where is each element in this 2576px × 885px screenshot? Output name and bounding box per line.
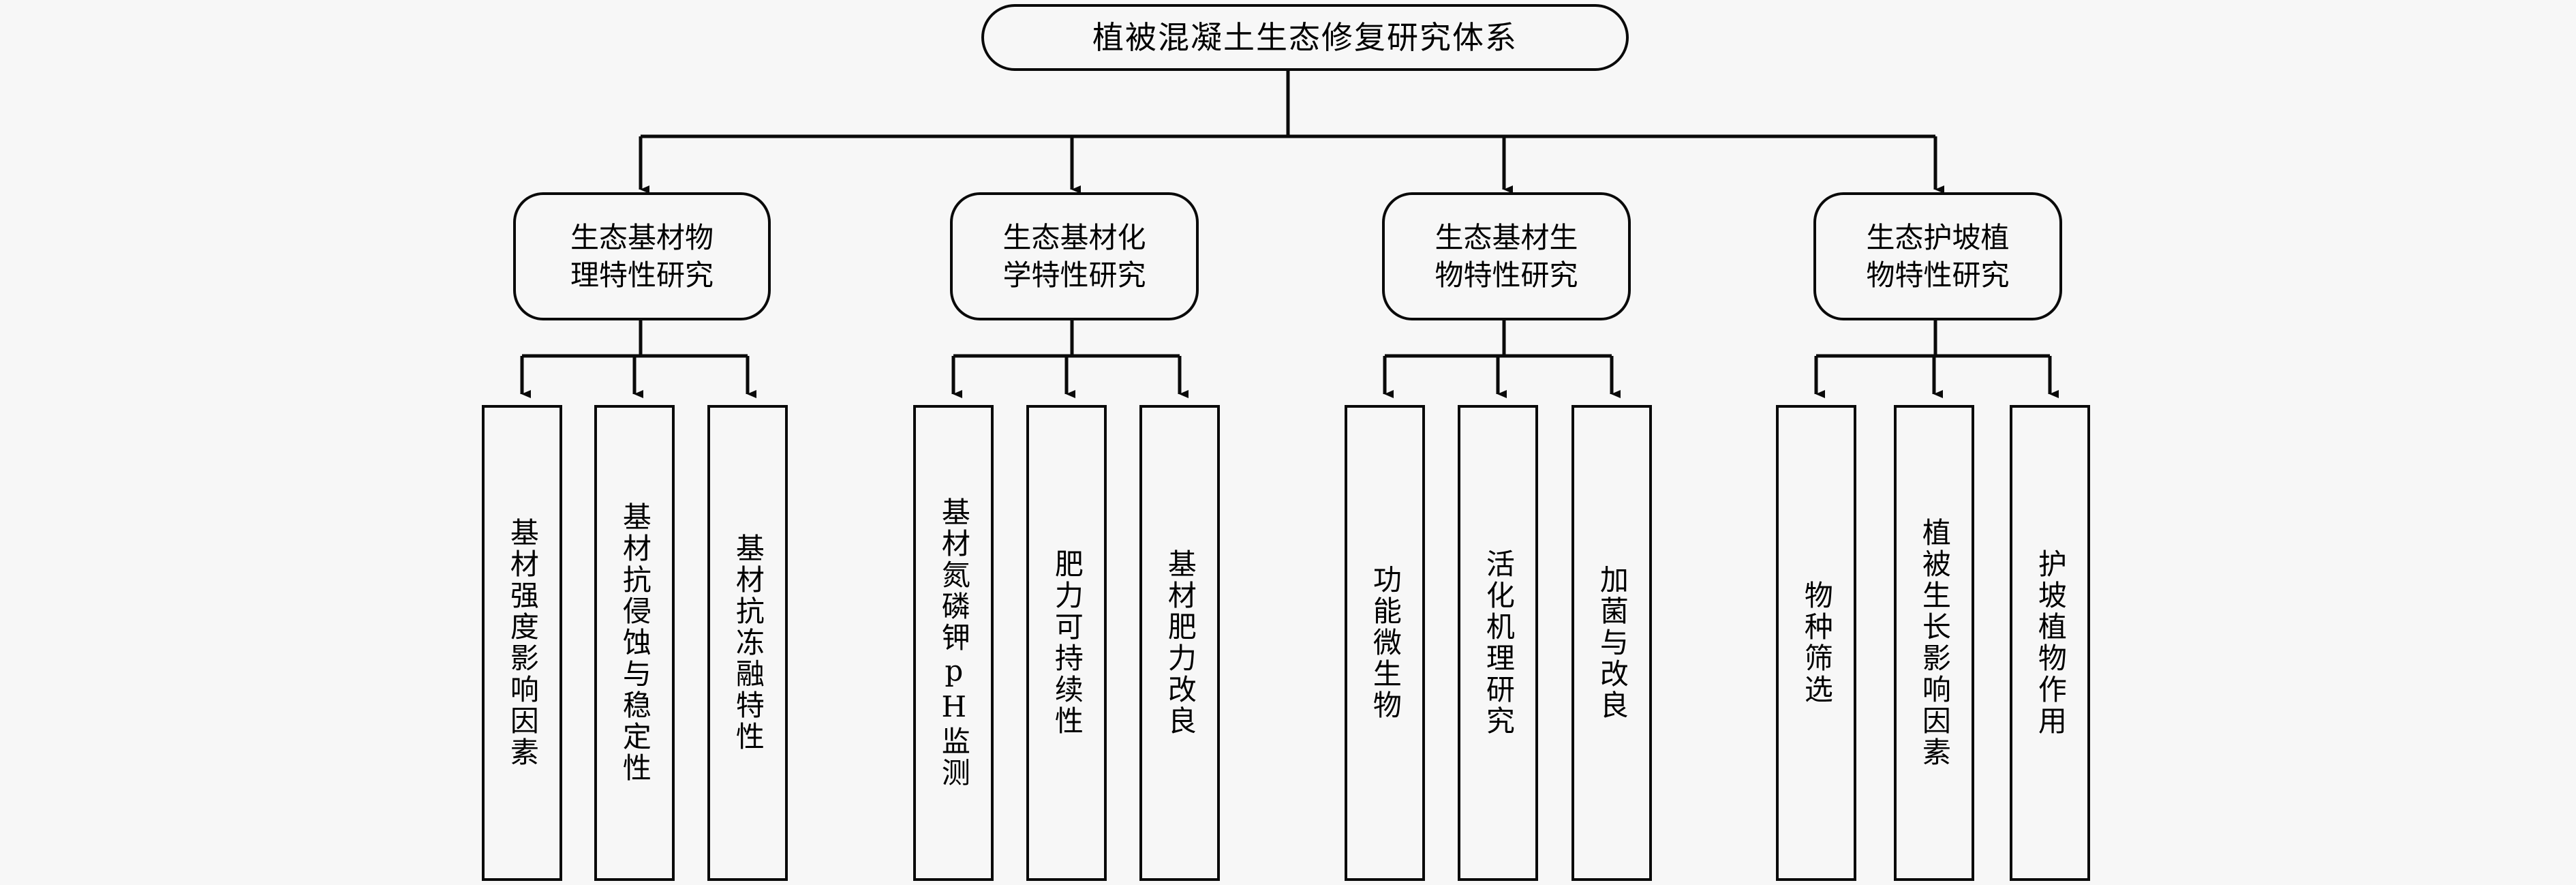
branch-4-arrows [1814,356,2059,398]
leaf-node-2-2[interactable]: 肥力可持续性 [1026,405,1107,881]
branch-2-arrows [951,356,1189,398]
root-node[interactable]: 植被混凝土生态修复研究体系 [981,4,1629,71]
branch-node-3[interactable]: 生态基材生物特性研究 [1382,192,1631,320]
branch-1-arrows [520,356,756,398]
root-node-label: 植被混凝土生态修复研究体系 [1092,18,1518,56]
leaf-node-2-1[interactable]: 基材氮磷钾pH监测 [913,405,994,881]
leaf-node-2-3[interactable]: 基材肥力改良 [1139,405,1220,881]
leaf-node-2-2-label: 肥力可持续性 [1050,549,1084,737]
leaf-node-3-1[interactable]: 功能微生物 [1345,405,1425,881]
branch-2-connectors [953,320,1180,358]
root-trunk [641,71,1935,138]
leaf-node-3-1-label: 功能微生物 [1368,565,1402,721]
branch-3-arrows [1383,356,1621,398]
leaf-node-3-3[interactable]: 加菌与改良 [1571,405,1652,881]
branch-node-2-label: 生态基材化学特性研究 [1002,220,1146,292]
branch-node-4-label: 生态护坡植物特性研究 [1866,220,2010,292]
leaf-node-4-3-label: 护坡植物作用 [2034,549,2068,737]
leaf-node-4-3[interactable]: 护坡植物作用 [2010,405,2090,881]
leaf-node-1-1-label: 基材强度影响因素 [506,518,540,768]
leaf-node-2-3-label: 基材肥力改良 [1163,549,1197,737]
leaf-node-1-2[interactable]: 基材抗侵蚀与稳定性 [594,405,675,881]
leaf-node-1-3-label: 基材抗冻融特性 [731,533,765,753]
leaf-node-4-2-label: 植被生长影响因素 [1918,518,1952,768]
branch-4-connectors [1816,320,2050,358]
branch-node-1-label: 生态基材物理特性研究 [570,220,714,292]
leaf-node-1-1[interactable]: 基材强度影响因素 [482,405,562,881]
leaf-node-4-2[interactable]: 植被生长影响因素 [1894,405,1974,881]
leaf-node-1-2-label: 基材抗侵蚀与稳定性 [618,502,652,784]
branch-1-connectors [522,320,748,358]
root-to-branch-arrows [639,136,1944,194]
leaf-node-3-2[interactable]: 活化机理研究 [1458,405,1538,881]
branch-node-1[interactable]: 生态基材物理特性研究 [513,192,771,320]
leaf-node-2-1-label: 基材氮磷钾pH监测 [937,497,971,789]
branch-node-4[interactable]: 生态护坡植物特性研究 [1813,192,2062,320]
leaf-node-3-2-label: 活化机理研究 [1482,549,1516,737]
branch-node-2[interactable]: 生态基材化学特性研究 [950,192,1199,320]
leaf-node-4-1-label: 物种筛选 [1800,580,1834,706]
branch-node-3-label: 生态基材生物特性研究 [1435,220,1578,292]
leaf-node-1-3[interactable]: 基材抗冻融特性 [707,405,788,881]
branch-3-connectors [1385,320,1612,358]
leaf-node-4-1[interactable]: 物种筛选 [1776,405,1856,881]
leaf-node-3-3-label: 加菌与改良 [1595,565,1629,721]
